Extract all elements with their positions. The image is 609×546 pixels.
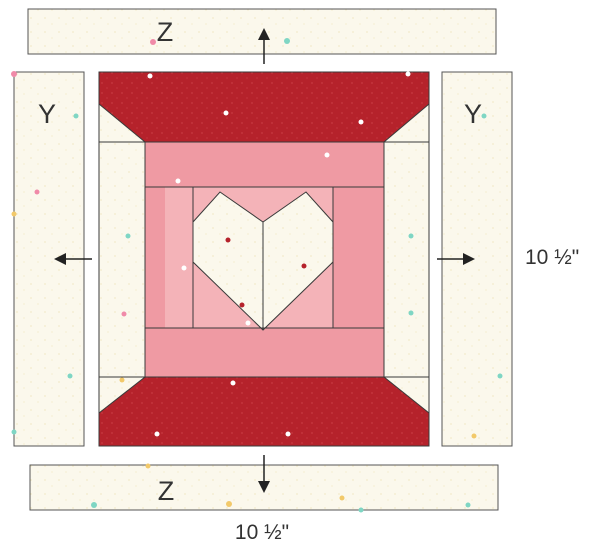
right-y-strip: Y bbox=[441, 71, 513, 447]
bottom-z-label: Z bbox=[158, 476, 175, 506]
top-z-strip: Z bbox=[27, 8, 497, 55]
right-y-label: Y bbox=[464, 99, 482, 129]
height-dimension-label: 10 ½" bbox=[525, 246, 579, 269]
top-z-label: Z bbox=[157, 17, 174, 47]
left-y-label: Y bbox=[38, 99, 56, 129]
width-dimension-label: 10 ½" bbox=[235, 521, 289, 544]
center-block bbox=[98, 71, 430, 447]
